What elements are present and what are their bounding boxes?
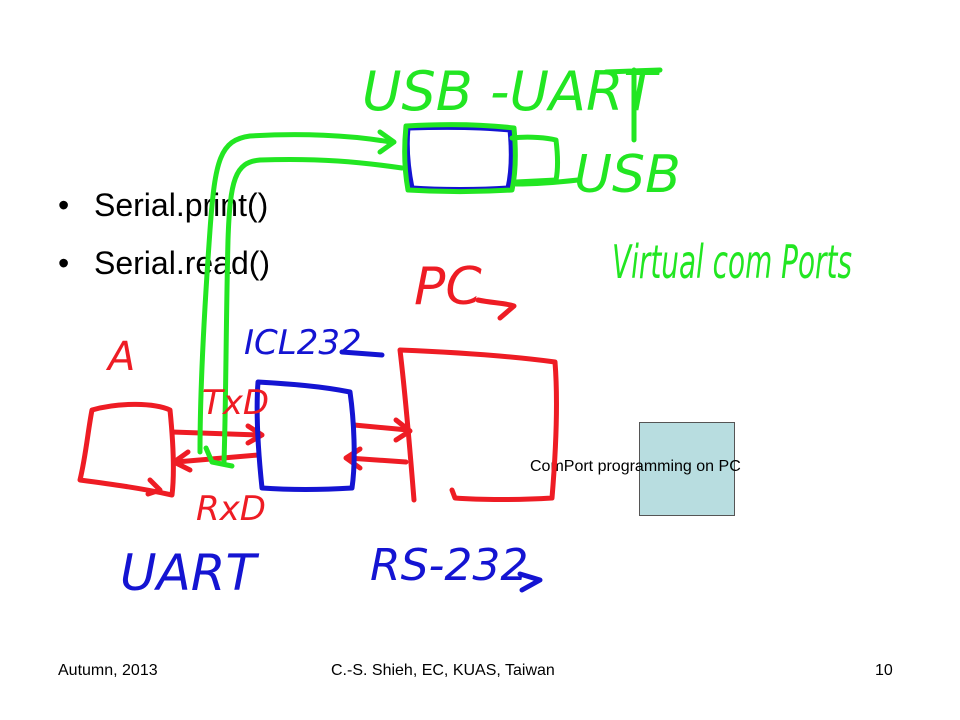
slide-number: 10 [875, 662, 893, 679]
green-ink-strokes [197, 67, 663, 469]
pc-label: PC [414, 257, 482, 317]
footer-author: C.-S. Shieh, EC, KUAS, Taiwan [331, 662, 555, 679]
tx-to-pc-arrow [351, 422, 411, 433]
bullet-marker: • [58, 245, 70, 281]
bullet-list: • Serial.print() • Serial.read() [58, 176, 270, 292]
rx-from-pc-arrow [345, 455, 409, 465]
bullet-marker: • [58, 187, 70, 223]
rxd-label: RxD [196, 489, 266, 529]
usb-uart-label: USB -UART [362, 60, 660, 123]
usb-uart-box [404, 124, 514, 192]
rs232-label: RS-232 [370, 540, 528, 591]
txd-label: TxD [202, 383, 269, 423]
txd-arrow [169, 429, 263, 438]
comport-caption: ComPort programming on PC [530, 458, 741, 475]
uart-label: UART [120, 544, 260, 602]
icl232-label: ICL232 [244, 323, 362, 363]
bullet-item: • Serial.read() [58, 234, 270, 292]
device-a-box [77, 401, 176, 498]
virtual-com-ports-label: Virtual com Ports [612, 235, 852, 289]
footer-date: Autumn, 2013 [58, 662, 158, 679]
bullet-text: Serial.print() [94, 187, 269, 223]
bullet-text: Serial.read() [94, 245, 271, 281]
rxd-arrow [173, 452, 261, 465]
txd-green-wire [197, 132, 393, 455]
usb-label: USB [574, 145, 681, 205]
pc-box [397, 347, 559, 503]
bullet-item: • Serial.print() [58, 176, 270, 234]
icl232-box [254, 379, 357, 492]
comport-box [639, 422, 735, 516]
device-a-label: A [105, 334, 135, 380]
rxd-green-wire [221, 156, 405, 465]
handwritten-labels: USB -UART USB Virtual com Ports PC ICL23… [105, 60, 852, 602]
